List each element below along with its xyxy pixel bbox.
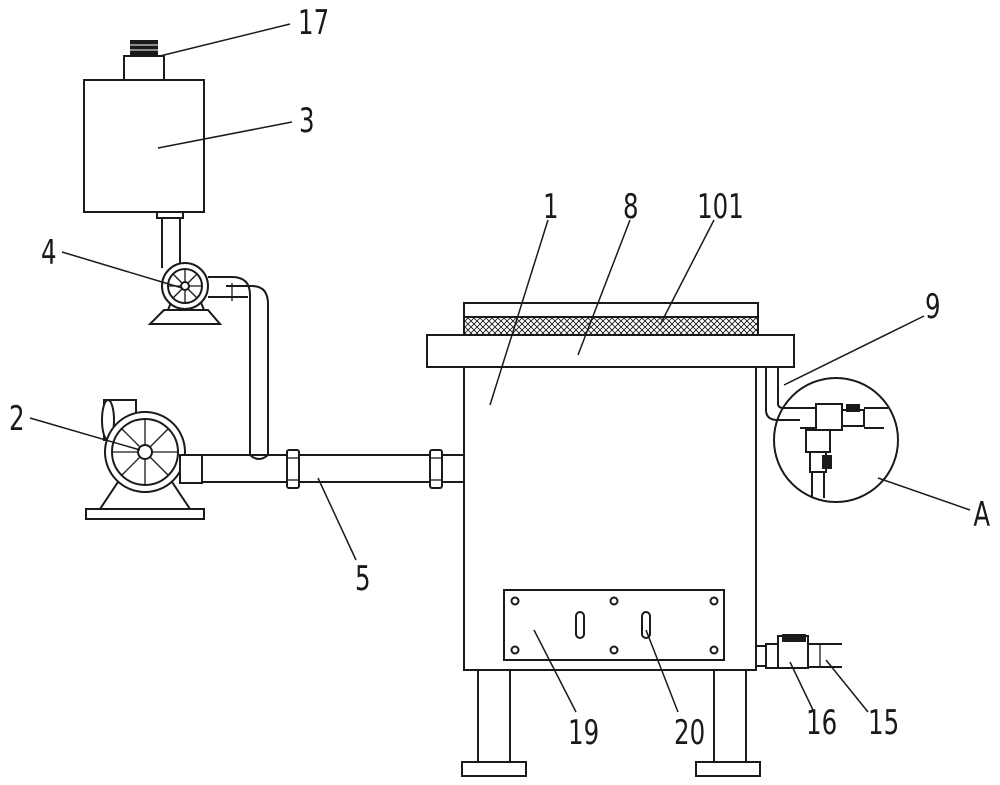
callout-19: 19 <box>568 713 599 752</box>
callout-a: A <box>973 495 990 534</box>
pipe-flange-right <box>429 449 443 489</box>
callout-20: 20 <box>674 713 705 752</box>
callout-5: 5 <box>355 559 371 598</box>
sight-slots <box>575 611 651 639</box>
callout-4: 4 <box>41 233 57 272</box>
callout-1: 1 <box>543 187 559 226</box>
filter-mesh <box>463 302 759 336</box>
tank-leg-right <box>695 669 761 777</box>
top-tank <box>83 79 205 213</box>
tank-outlet-pipe <box>156 211 184 268</box>
pipe-flange-left <box>286 449 300 489</box>
callout-9: 9 <box>925 287 941 326</box>
main-pipe <box>201 454 464 483</box>
callout-16: 16 <box>806 703 837 742</box>
drain-pipe <box>808 643 842 668</box>
callout-3: 3 <box>299 101 315 140</box>
callout-8: 8 <box>623 187 639 226</box>
callout-101: 101 <box>697 187 744 226</box>
tank-lid <box>426 334 795 368</box>
detail-circle-a <box>773 377 899 503</box>
tank-cap <box>123 40 165 81</box>
control-panel <box>503 589 725 661</box>
large-pump <box>85 399 205 520</box>
connecting-pipe <box>208 276 269 460</box>
callout-15: 15 <box>868 703 899 742</box>
leader-lines <box>29 23 971 713</box>
tank-leg-left <box>461 669 527 777</box>
drain-valve <box>755 634 809 669</box>
callout-17: 17 <box>298 3 329 42</box>
callout-2: 2 <box>9 399 25 438</box>
small-pump <box>147 262 223 325</box>
